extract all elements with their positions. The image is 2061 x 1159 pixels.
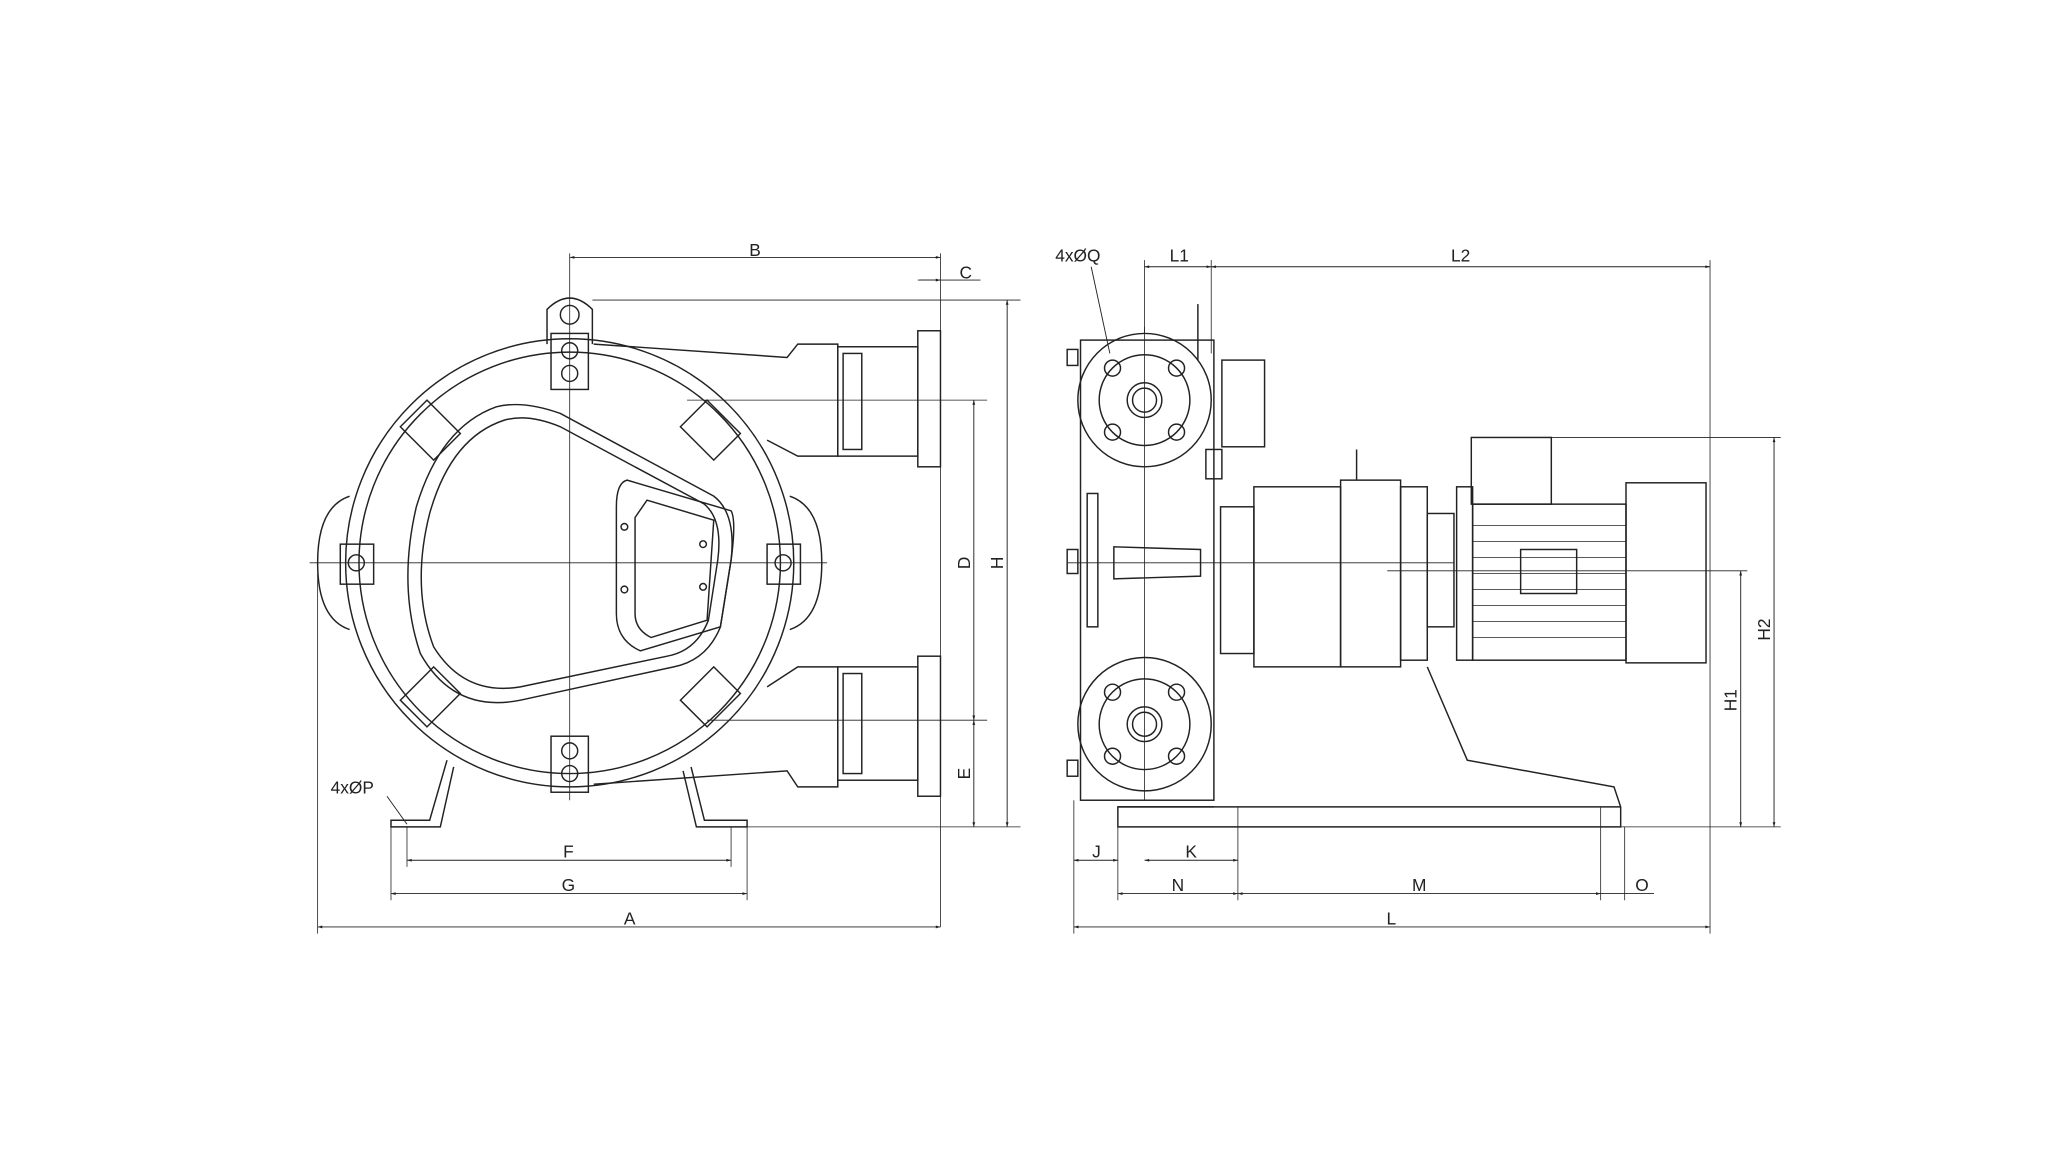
label-c: C [960,263,973,283]
label-j: J [1092,842,1101,862]
label-b: B [749,240,761,260]
label-h1: H1 [1721,689,1741,711]
front-view [309,253,1021,828]
label-4xq: 4xØQ [1055,245,1100,265]
front-view-dimensions: B C D E H 4xØP F G A [317,240,1009,934]
label-h2: H2 [1754,618,1774,640]
label-l2: L2 [1451,245,1470,265]
label-n: N [1172,875,1185,895]
label-a: A [624,908,636,928]
label-l: L [1386,908,1396,928]
label-k: K [1185,842,1197,862]
label-h: H [987,557,1007,570]
side-view-dimensions: 4xØQ L1 L2 H2 H1 J K N M O L [1055,245,1776,934]
side-view [1066,304,1781,828]
label-d: D [954,557,974,570]
label-g: G [562,875,575,895]
label-l1: L1 [1170,245,1189,265]
label-f: F [563,842,574,862]
label-4xp: 4xØP [331,778,374,798]
label-o: O [1635,875,1648,895]
label-e: E [954,768,974,780]
label-m: M [1412,875,1426,895]
